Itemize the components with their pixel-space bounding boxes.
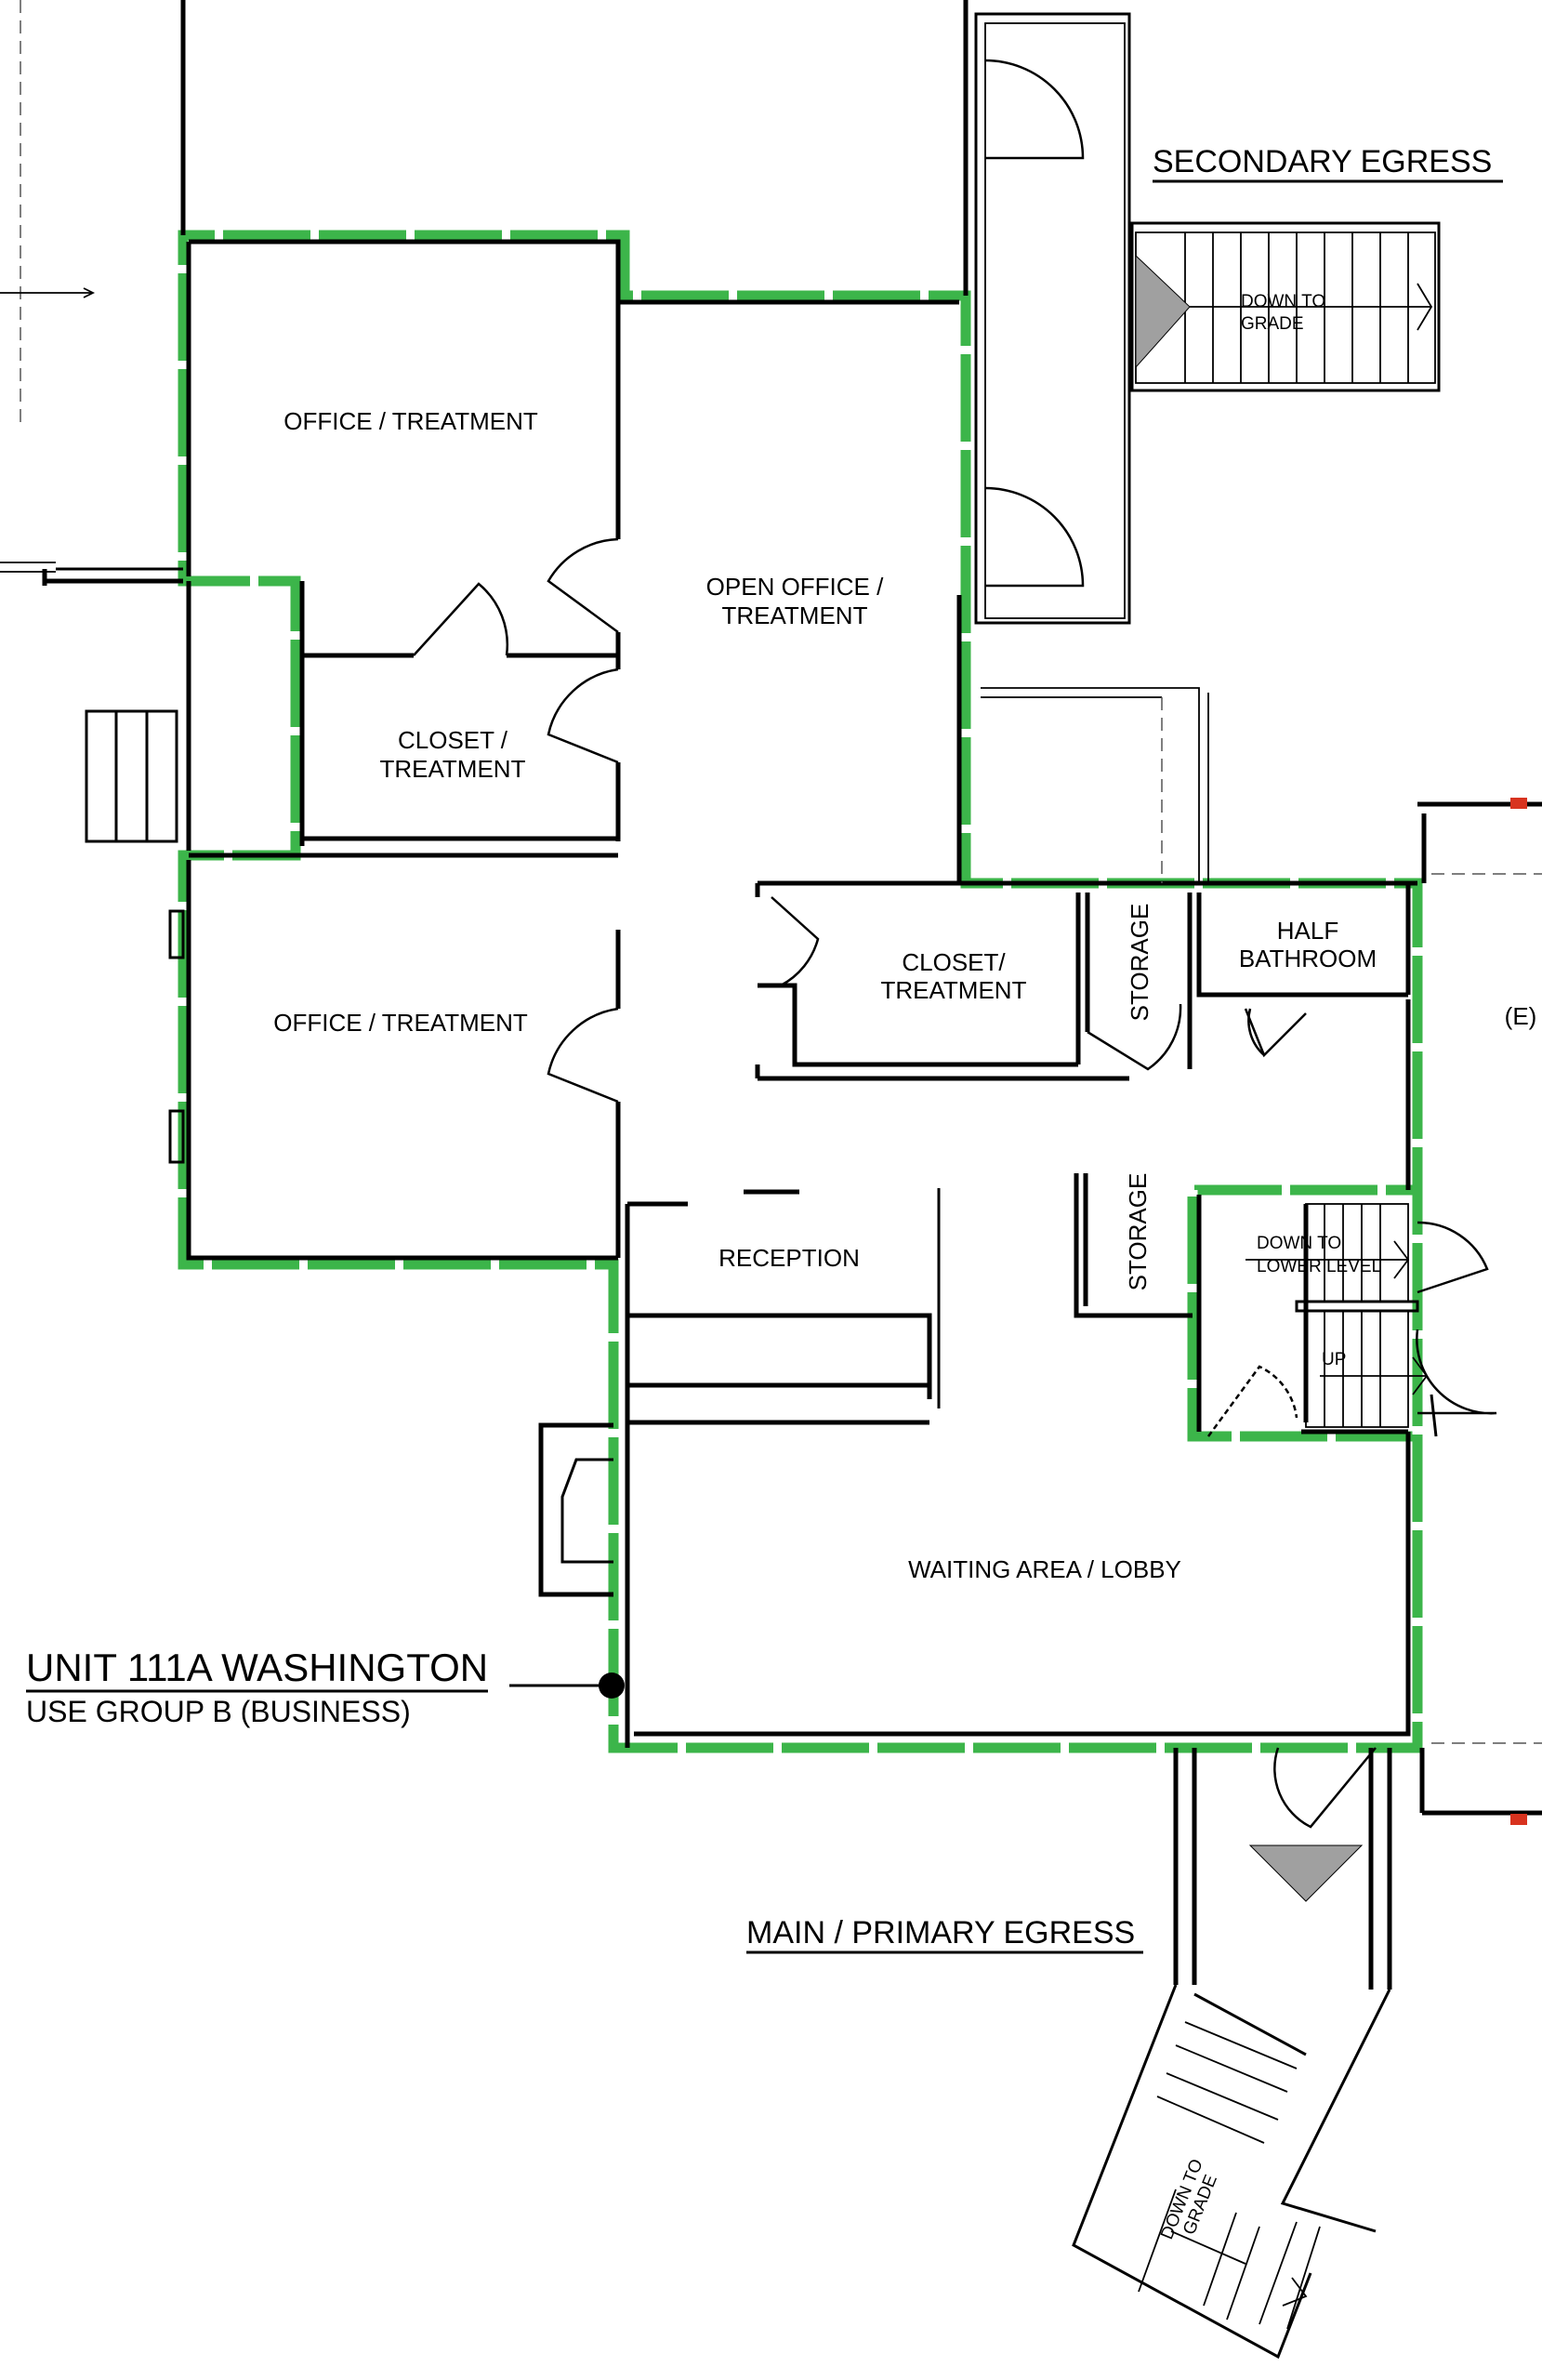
property-marker (1510, 798, 1527, 809)
room-label-closet-1-line2: TREATMENT (380, 755, 526, 783)
room-labels: OFFICE / TREATMENT OPEN OFFICE / TREATME… (273, 407, 1536, 1583)
secondary-egress-label: SECONDARY EGRESS (1153, 144, 1492, 179)
secondary-stair-note-1: DOWN TO (1241, 292, 1325, 311)
room-label-closet-2-line1: CLOSET/ (902, 948, 1006, 976)
room-label-reception: RECEPTION (718, 1244, 860, 1272)
room-label-half-bath-line2: BATHROOM (1239, 945, 1377, 972)
internal-stairs: DOWN TO LOWER LEVEL UP (1245, 1203, 1429, 1428)
egress-vestibule (974, 12, 1131, 625)
main-egress-label: MAIN / PRIMARY EGRESS (746, 1915, 1135, 1950)
room-label-office-1: OFFICE / TREATMENT (283, 407, 538, 435)
building-walls (180, 0, 1542, 1990)
rated-separation-walls (178, 230, 1423, 1753)
unit-use-group: USE GROUP B (BUSINESS) (26, 1695, 411, 1728)
room-label-closet-2-line2: TREATMENT (881, 976, 1027, 1004)
room-label-open-office-line2: TREATMENT (722, 602, 868, 629)
property-marker (1510, 1814, 1527, 1825)
annotation-labels: SECONDARY EGRESS MAIN / PRIMARY EGRESS U… (26, 144, 1503, 1954)
stair-direction-arrow (1135, 254, 1191, 369)
unit-leader-dot (599, 1673, 625, 1699)
room-label-storage-1: STORAGE (1126, 904, 1153, 1022)
secondary-stair-note-2: GRADE (1241, 314, 1304, 334)
main-egress-arrow (1248, 1844, 1364, 1902)
room-label-half-bath-line1: HALF (1277, 917, 1338, 945)
room-label-storage-2: STORAGE (1124, 1173, 1152, 1291)
unit-title: UNIT 111A WASHINGTON (26, 1646, 488, 1689)
adjacent-existing (0, 0, 1542, 1825)
room-label-existing: (E) (1505, 1002, 1537, 1030)
lower-stair-note-2: LOWER LEVEL (1257, 1257, 1381, 1276)
lower-stair-note-1: DOWN TO (1257, 1234, 1341, 1253)
secondary-egress-stair: DOWN TO GRADE (974, 12, 1441, 625)
room-label-open-office-line1: OPEN OFFICE / (706, 573, 884, 601)
up-stair-note: UP (1322, 1350, 1346, 1369)
room-label-office-2: OFFICE / TREATMENT (273, 1009, 528, 1037)
room-label-closet-1-line1: CLOSET / (398, 726, 508, 754)
rated-wall-breaks (178, 230, 1423, 1753)
rated-wall-line (178, 230, 1423, 1753)
room-label-waiting-lobby: WAITING AREA / LOBBY (908, 1555, 1181, 1583)
doors (413, 537, 1497, 1829)
